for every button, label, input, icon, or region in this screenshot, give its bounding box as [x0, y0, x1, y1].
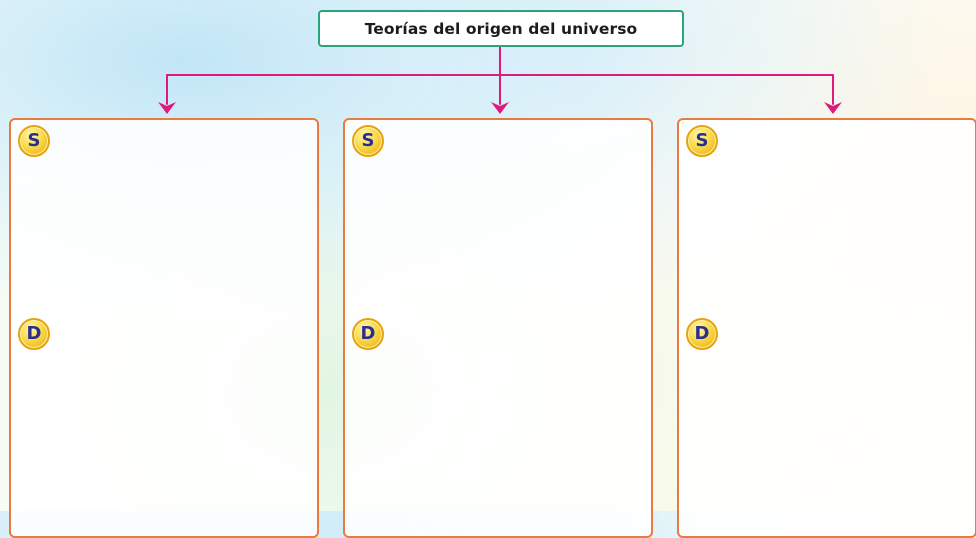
connector-arrows	[158, 46, 842, 114]
s-badge-icon: S	[686, 125, 718, 157]
d-badge-icon: D	[686, 318, 718, 350]
theory-panel-3: S D	[677, 118, 976, 538]
d-badge-icon: D	[352, 318, 384, 350]
arrowhead-left	[158, 102, 176, 114]
diagram-title: Teorías del origen del universo	[364, 19, 638, 38]
theory-panel-1: S D	[9, 118, 319, 538]
theory-panel-2: S D	[343, 118, 653, 538]
s-badge-icon: S	[18, 125, 50, 157]
d-badge-icon: D	[18, 318, 50, 350]
arrowhead-center	[491, 102, 509, 114]
title-box: Teorías del origen del universo	[318, 10, 684, 47]
s-badge-icon: S	[352, 125, 384, 157]
arrowhead-right	[824, 102, 842, 114]
